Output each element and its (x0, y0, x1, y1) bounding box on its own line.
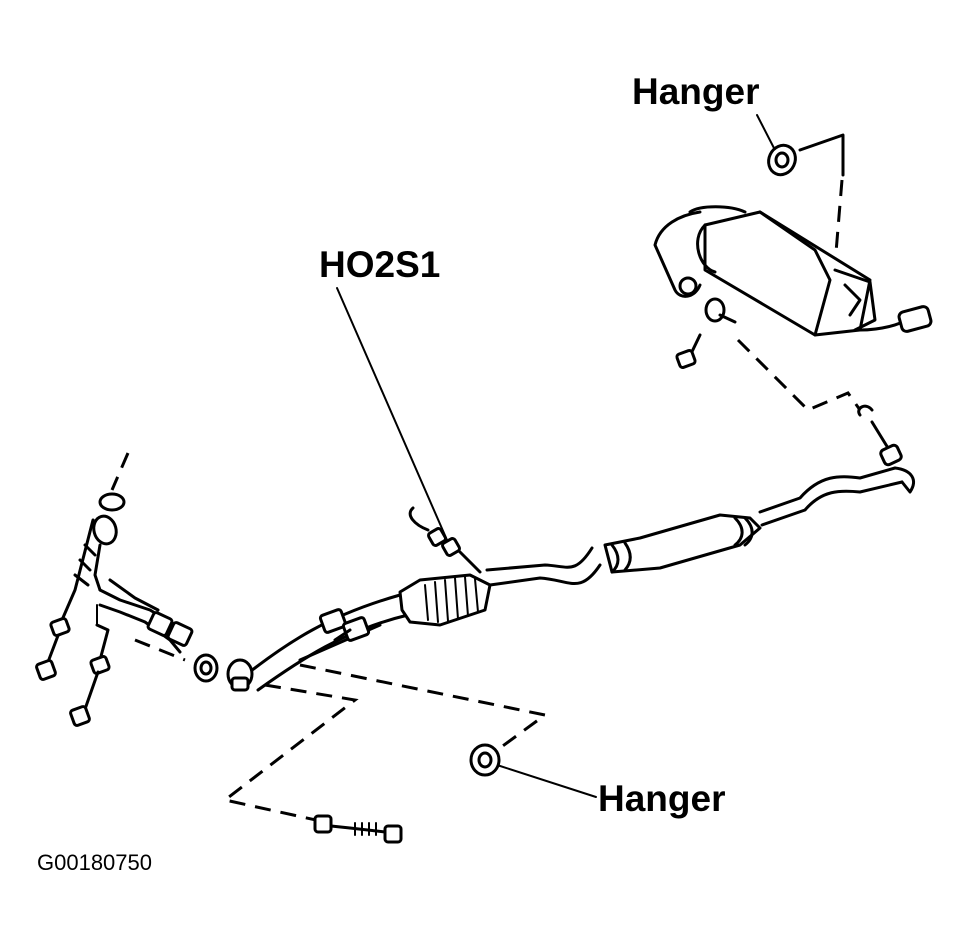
label-hanger-bottom: Hanger (598, 778, 726, 819)
catalytic-converter (398, 573, 492, 627)
leader-hanger-top (756, 114, 777, 153)
muffler (653, 205, 933, 369)
hanger-grommet-top (767, 143, 797, 177)
figure-id: G00180750 (37, 850, 152, 875)
front-pipe-flange (193, 653, 254, 692)
ho2s1-sensor (408, 506, 482, 574)
front-gasket-studs (60, 452, 130, 662)
resonator (603, 513, 762, 574)
front-bolt-left (35, 617, 71, 681)
leader-lines (336, 114, 777, 798)
exhaust-pipe (240, 466, 915, 692)
hanger-grommet-bottom (469, 743, 501, 777)
muffler-alignment-line (736, 338, 862, 412)
label-ho2s1: HO2S1 (319, 244, 441, 285)
front-pipe-alignment-line (221, 683, 359, 824)
front-bolt-right (69, 655, 111, 727)
front-manifold-pipes (98, 578, 194, 662)
clamp-muffler (704, 297, 737, 324)
bottom-hanger-assembly (221, 663, 549, 824)
bottom-bolt-assembly (313, 814, 403, 844)
rear-clamp (857, 404, 903, 467)
bolt-muffler (675, 333, 702, 369)
top-hanger-assembly (767, 133, 845, 326)
leader-ho2s1 (336, 287, 448, 541)
leader-hanger-bottom (496, 764, 597, 798)
flange-joint (318, 608, 371, 642)
label-hanger-top: Hanger (632, 71, 760, 112)
